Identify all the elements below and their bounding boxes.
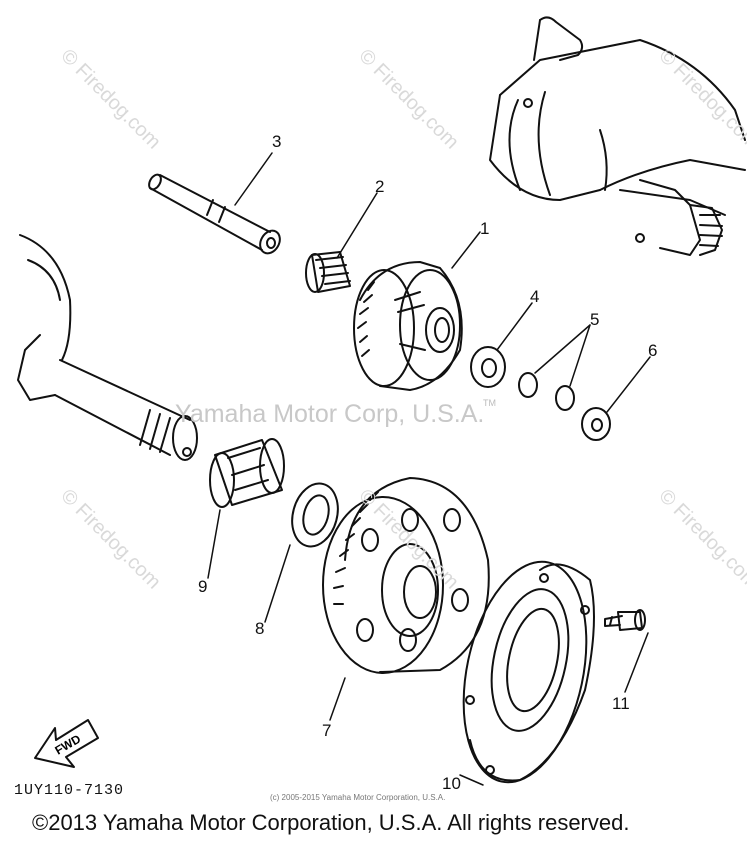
part-5-circlips <box>518 372 575 411</box>
fwd-arrow <box>34 719 99 768</box>
diagram-code: 1UY110-7130 <box>14 782 125 799</box>
callout-9: 9 <box>198 577 208 596</box>
part-10-clutch-plate <box>462 560 595 784</box>
callout-7: 7 <box>322 721 332 740</box>
callout-4: 4 <box>530 287 540 306</box>
crankshaft-spline <box>17 234 198 461</box>
callout-11: 11 <box>612 694 630 713</box>
part-9-bearing <box>209 438 285 508</box>
part-2-needle-bearing <box>305 251 351 293</box>
part-1-idler-gear <box>353 261 463 391</box>
callout-10: 10 <box>442 774 461 793</box>
part-8-washer <box>291 482 339 548</box>
watermark-center: Yamaha Motor Corp, U.S.A. <box>175 400 485 428</box>
part-3-shaft <box>148 173 281 255</box>
small-copyright: (c) 2005-2015 Yamaha Motor Corporation, … <box>270 793 446 802</box>
part-6-washer <box>581 407 611 441</box>
callout-2: 2 <box>375 177 385 196</box>
part-11-bolt <box>604 609 646 631</box>
leader-lines <box>207 152 651 786</box>
watermark-tm: TM <box>483 398 496 408</box>
callout-6: 6 <box>648 341 658 360</box>
starter-motor <box>489 16 746 256</box>
callout-3: 3 <box>272 132 282 151</box>
callout-8: 8 <box>255 619 265 638</box>
part-7-wheel-gear <box>322 477 490 674</box>
callout-1: 1 <box>480 219 490 238</box>
callout-5: 5 <box>590 310 600 329</box>
copyright-notice: ©2013 Yamaha Motor Corporation, U.S.A. A… <box>32 810 630 835</box>
part-4-washer <box>470 346 506 388</box>
